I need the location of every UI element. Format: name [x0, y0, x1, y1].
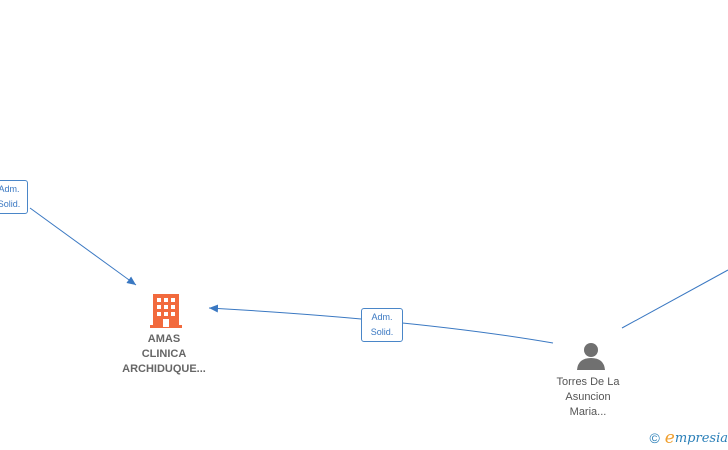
edge-line-right — [621, 269, 728, 329]
company-name-line-3: ARCHIDUQUE... — [122, 363, 206, 375]
edge-label-left[interactable]: Adm. Solid. — [0, 180, 28, 214]
person-name-line-1: Torres De La — [556, 376, 620, 388]
brand-first-letter: e — [664, 428, 675, 448]
edge-label-middle-line-2: Solid. — [370, 327, 394, 337]
person-name-line-3: Maria... — [569, 406, 607, 418]
copyright-symbol: © — [649, 430, 660, 446]
person-node-label[interactable]: Torres De La Asuncion Maria... — [538, 375, 638, 420]
person-name-line-2: Asuncion — [565, 391, 611, 403]
person-icon[interactable] — [576, 341, 606, 371]
edge-label-middle-line-1: Adm. — [371, 312, 393, 322]
edge-line-left — [29, 207, 137, 286]
edge-label-left-line-1: Adm. — [0, 184, 20, 194]
brand-name-rest: mpresia — [674, 430, 728, 446]
company-node-label[interactable]: AMAS CLINICA ARCHIDUQUE... — [104, 332, 224, 377]
company-name-line-2: CLINICA — [141, 348, 187, 360]
company-name-line-1: AMAS — [147, 333, 181, 345]
empresia-logo: © e mpresia — [649, 427, 728, 449]
building-icon[interactable] — [150, 293, 182, 329]
edge-label-middle[interactable]: Adm. Solid. — [361, 308, 403, 342]
edge-label-left-line-2: Solid. — [0, 199, 21, 209]
